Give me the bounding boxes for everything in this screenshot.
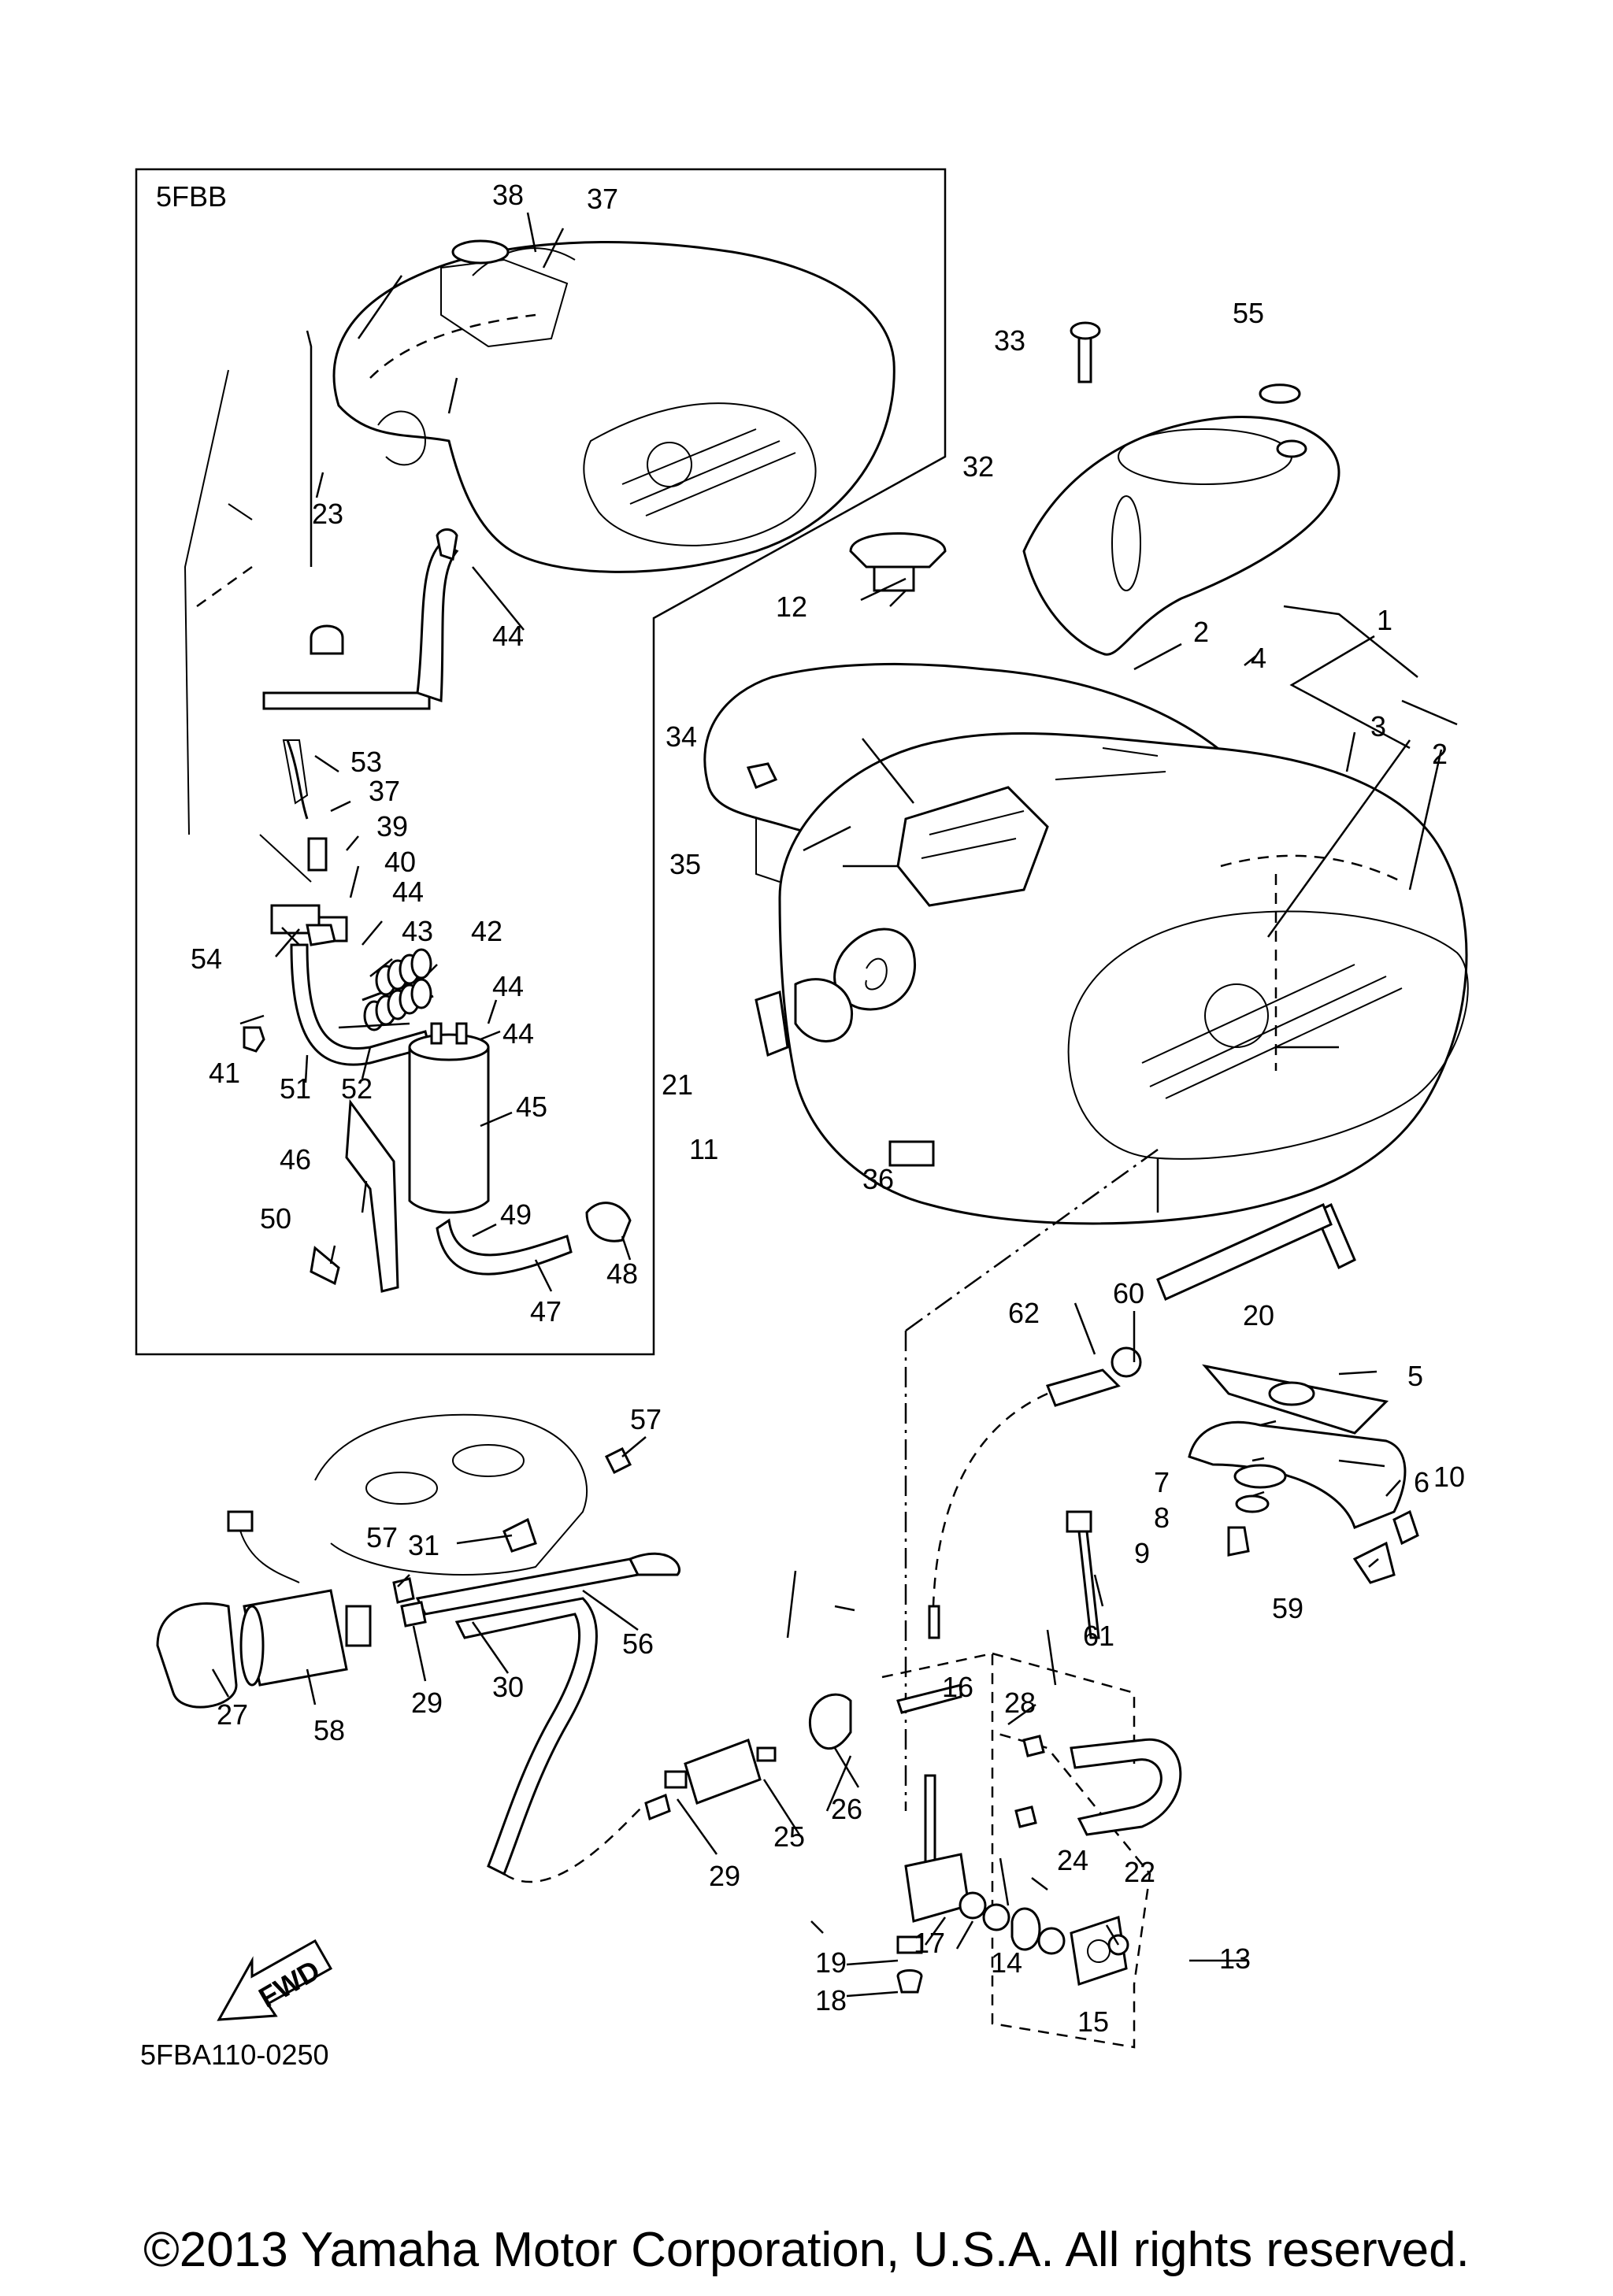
callout-36: 36 [862, 1163, 894, 1195]
callout-26: 26 [831, 1793, 862, 1825]
callout-9: 9 [1134, 1537, 1150, 1569]
callout-24: 24 [1057, 1844, 1088, 1876]
callout-25: 25 [773, 1820, 805, 1853]
callout-4: 4 [1251, 642, 1266, 674]
callout-34: 34 [666, 720, 697, 753]
copyright-notice: ©2013 Yamaha Motor Corporation, U.S.A. A… [143, 2223, 1470, 2277]
callout-57b: 57 [366, 1521, 398, 1554]
callout-5: 5 [1407, 1360, 1423, 1392]
callout-51: 51 [280, 1072, 311, 1105]
callout-60: 60 [1113, 1277, 1144, 1309]
inset-box-border [135, 168, 947, 1356]
callout-28: 28 [1004, 1687, 1036, 1719]
callout-55: 55 [1233, 297, 1264, 329]
callout-45: 45 [516, 1091, 547, 1123]
callout-44b: 44 [392, 876, 424, 908]
callout-39: 39 [376, 810, 408, 842]
callout-15: 15 [1077, 2005, 1109, 2038]
callout-37a: 37 [587, 183, 618, 215]
callout-30: 30 [492, 1671, 524, 1703]
callout-59: 59 [1272, 1592, 1303, 1624]
callout-62: 62 [1008, 1297, 1040, 1329]
leader-lines [211, 212, 1458, 1998]
callout-14: 14 [991, 1946, 1022, 1979]
fwd-arrow-icon: FWD [217, 1939, 333, 2021]
callout-41: 41 [209, 1057, 240, 1089]
main-small-parts [746, 321, 1419, 1639]
main-fuel-tank [703, 662, 1469, 1225]
cable-assembly [928, 1346, 1142, 1639]
callout-23: 23 [312, 498, 343, 530]
callout-40: 40 [384, 846, 416, 878]
callout-11: 11 [689, 1133, 718, 1165]
callout-43: 43 [402, 915, 433, 947]
inset-fuel-pump-assembly [184, 369, 632, 1293]
callout-10: 10 [1433, 1461, 1465, 1493]
callout-20: 20 [1243, 1299, 1274, 1331]
callout-38: 38 [492, 179, 524, 211]
drawing-code-label: 5FBA110-0250 [140, 2039, 329, 2071]
callout-numbers: 1 2 2 3 4 5 6 7 8 9 10 11 12 13 14 15 16… [191, 179, 1465, 2038]
fuel-cock-assembly [808, 1148, 1182, 2049]
callout-12: 12 [776, 591, 807, 623]
callout-44a: 44 [492, 620, 524, 652]
callout-6: 6 [1414, 1466, 1429, 1498]
callout-13: 13 [1219, 1942, 1251, 1975]
callout-2b: 2 [1432, 738, 1448, 770]
callout-3: 3 [1370, 710, 1386, 742]
callout-19: 19 [815, 1946, 847, 1979]
callout-21: 21 [662, 1068, 693, 1101]
callout-61: 61 [1083, 1620, 1114, 1652]
callout-49: 49 [500, 1198, 532, 1231]
callout-37b: 37 [369, 775, 400, 807]
callout-32: 32 [962, 450, 994, 483]
callout-27: 27 [217, 1698, 248, 1731]
callout-53: 53 [350, 746, 382, 778]
callout-18: 18 [815, 1984, 847, 2016]
callout-35: 35 [669, 848, 701, 880]
callout-52: 52 [341, 1072, 373, 1105]
callout-58: 58 [313, 1714, 345, 1746]
callout-44c: 44 [492, 970, 524, 1002]
callout-29b: 29 [709, 1860, 740, 1892]
tank-center-cover [1022, 416, 1340, 656]
callout-57a: 57 [630, 1403, 662, 1435]
callout-7: 7 [1154, 1466, 1170, 1498]
callout-44d: 44 [502, 1017, 534, 1050]
callout-31: 31 [408, 1529, 439, 1561]
callout-8: 8 [1154, 1502, 1170, 1534]
inset-code-label: 5FBB [156, 180, 227, 213]
callout-33: 33 [994, 324, 1025, 357]
callout-16: 16 [942, 1671, 973, 1703]
fuel-pump-and-filter [156, 1413, 777, 1883]
callout-54: 54 [191, 942, 222, 975]
callout-22: 22 [1124, 1856, 1155, 1888]
callout-42: 42 [471, 915, 502, 947]
inset-fuel-tank [332, 239, 895, 573]
callout-29a: 29 [411, 1687, 443, 1719]
callout-2a: 2 [1193, 616, 1209, 648]
callout-17: 17 [914, 1927, 945, 1959]
callout-50: 50 [260, 1202, 291, 1235]
callout-48: 48 [606, 1257, 638, 1290]
callout-47: 47 [530, 1295, 562, 1328]
callout-1: 1 [1377, 604, 1392, 636]
callout-46: 46 [280, 1143, 311, 1176]
callout-56: 56 [622, 1628, 654, 1660]
